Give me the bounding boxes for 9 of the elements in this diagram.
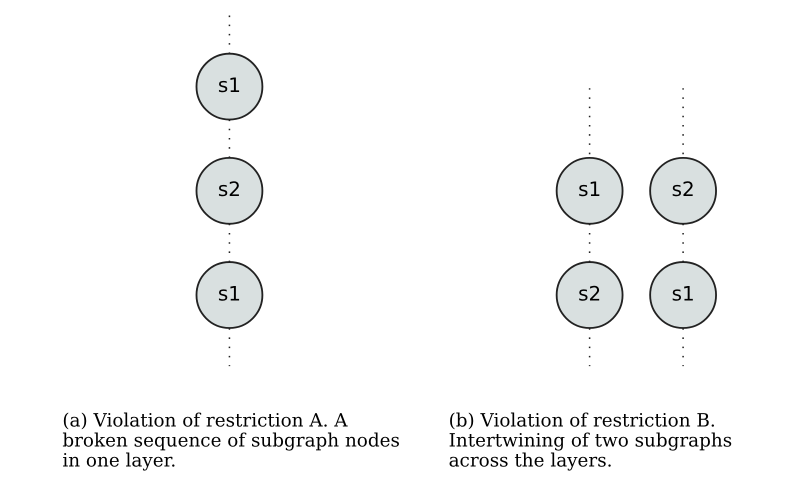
node-circle: s1: [556, 156, 624, 225]
node-circle: s1: [196, 261, 264, 329]
node-circle: s2: [196, 156, 264, 225]
label: (a) Violation of restriction A. A broken sequence of subgraph nodes in one layer.: [62, 410, 400, 472]
label: (b) Violation of restriction B. Intertwining of two subgraphs across the layers.: [448, 410, 732, 472]
node-circle: s1: [649, 261, 717, 329]
node-circle: s2: [649, 156, 717, 225]
node-circle: s2: [556, 261, 624, 329]
node-circle: s1: [196, 52, 264, 120]
